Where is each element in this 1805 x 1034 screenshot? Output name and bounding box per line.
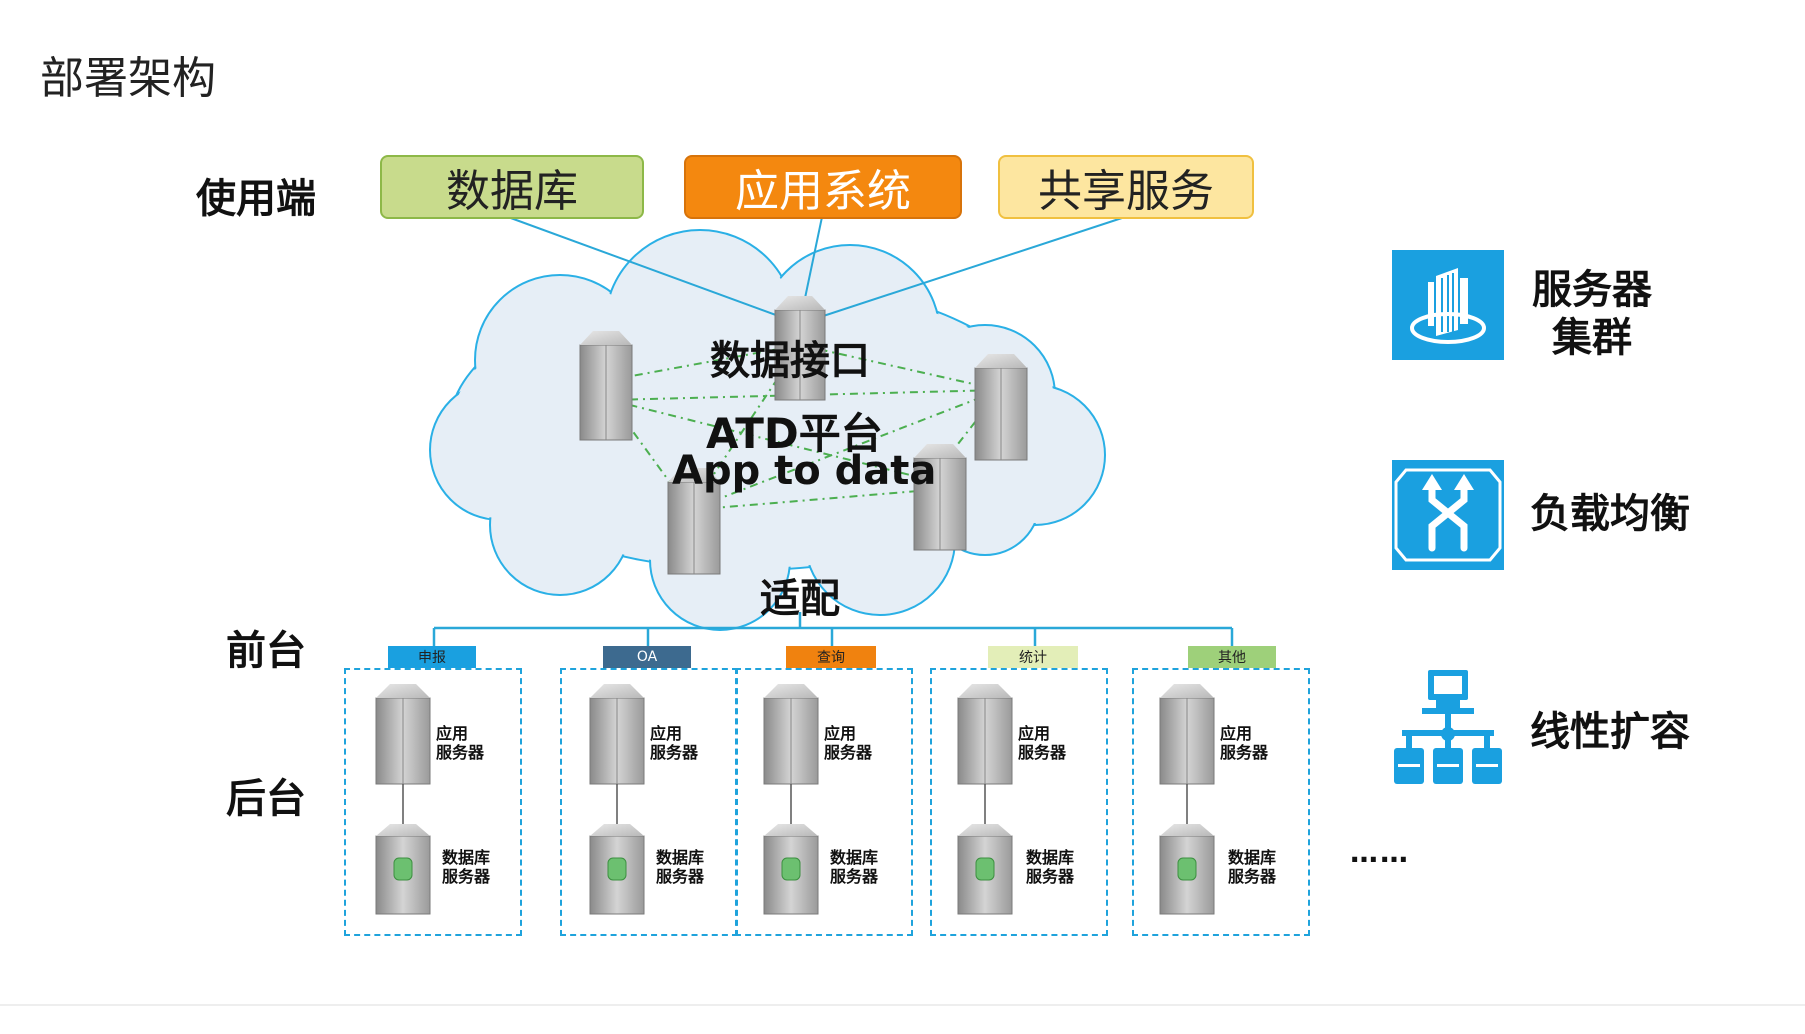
app-server-label: 应用服务器 — [1220, 724, 1269, 762]
cloud-server-hub — [774, 296, 826, 401]
cloud-server-bottom-left — [667, 468, 721, 575]
data-interface-label: 数据接口 — [710, 338, 870, 384]
service-tag-shenbao: 申报 — [388, 646, 476, 668]
db-server-label: 数据库服务器 — [1228, 848, 1277, 886]
server-cluster-icon — [1392, 250, 1504, 360]
load-balance-label: 负载均衡 — [1530, 491, 1690, 537]
cloud-server-left — [579, 331, 633, 441]
service-box-query — [735, 668, 913, 936]
atd-platform-label: ATD平台 — [706, 409, 883, 458]
cloud-server-bottom-right — [913, 444, 967, 551]
service-tag-label: 其他 — [1218, 650, 1246, 666]
application-system-box: 应用系统 — [684, 155, 962, 219]
service-box-oa — [560, 668, 738, 936]
db-server-label: 数据库服务器 — [1026, 848, 1075, 886]
application-system-box-label: 应用系统 — [735, 166, 911, 217]
service-tag-label: 查询 — [817, 650, 845, 666]
app-server-label: 应用服务器 — [1018, 724, 1067, 762]
backend-servers — [375, 684, 1215, 915]
service-box-statistics — [930, 668, 1108, 936]
bottom-divider — [0, 1004, 1805, 1006]
app-server-label: 应用服务器 — [436, 724, 485, 762]
linear-scaling-icon — [1392, 668, 1504, 784]
load-balance-icon — [1392, 460, 1504, 570]
linear-scaling-label: 线性扩容 — [1530, 709, 1690, 755]
adapter-label: 适配 — [760, 576, 840, 622]
app-server-label: 应用服务器 — [824, 724, 873, 762]
app-server-label: 应用服务器 — [650, 724, 699, 762]
db-server-label: 数据库服务器 — [830, 848, 879, 886]
database-box: 数据库 — [380, 155, 644, 219]
service-tag-label: OA — [636, 649, 658, 665]
server-cluster-label: 服务器集群 — [1532, 267, 1652, 361]
service-tag-oa: OA — [603, 646, 691, 668]
service-box-shenbao — [344, 668, 522, 936]
back-side-label: 后台 — [226, 776, 306, 822]
shared-service-box-label: 共享服务 — [1038, 166, 1214, 217]
service-box-other — [1132, 668, 1310, 936]
database-box-label: 数据库 — [446, 166, 578, 217]
db-server-label: 数据库服务器 — [442, 848, 491, 886]
front-side-label: 前台 — [226, 628, 306, 674]
more-ellipsis: …… — [1350, 836, 1410, 869]
service-tag-query: 查询 — [786, 646, 876, 668]
db-server-label: 数据库服务器 — [656, 848, 705, 886]
page-title: 部署架构 — [40, 53, 216, 104]
cloud-server-right — [974, 354, 1028, 461]
app-to-data-label: App to data — [672, 448, 937, 494]
service-tag-other: 其他 — [1188, 646, 1276, 668]
adapter-tree — [432, 612, 1234, 646]
service-tag-statistics: 统计 — [988, 646, 1078, 668]
service-tag-label: 申报 — [418, 650, 446, 666]
client-side-label: 使用端 — [196, 176, 316, 222]
service-tag-label: 统计 — [1019, 650, 1047, 666]
shared-service-box: 共享服务 — [998, 155, 1254, 219]
